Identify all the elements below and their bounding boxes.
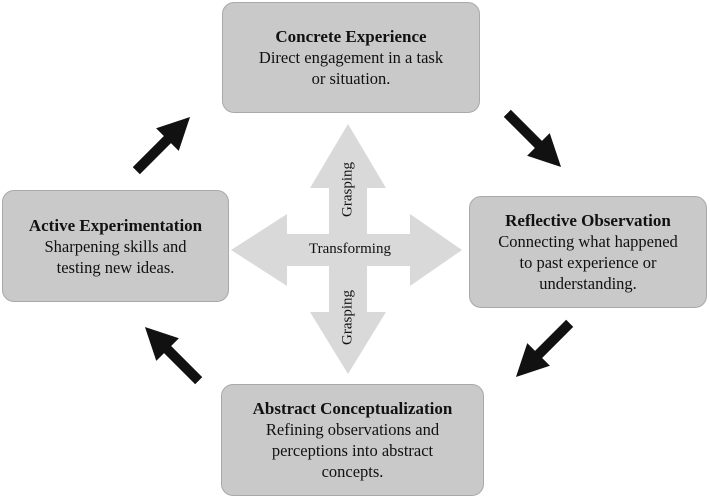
arrow-abstract-to-active bbox=[144, 326, 203, 385]
stage-concrete-experience: Concrete Experience Direct engagement in… bbox=[222, 2, 480, 113]
stage-description-line: Connecting what happened bbox=[498, 232, 678, 251]
stage-description-line: Refining observations and bbox=[265, 420, 440, 439]
arrow-active-to-concrete bbox=[132, 116, 191, 175]
stage-reflective-observation: Reflective Observation Connecting what h… bbox=[469, 196, 707, 308]
stage-description-line: perceptions into abstract bbox=[271, 441, 434, 460]
stage-description-line: concepts. bbox=[321, 462, 384, 481]
stage-description-line: Direct engagement in a task bbox=[258, 48, 444, 67]
four-way-arrow bbox=[231, 124, 462, 374]
stage-description-line: Sharpening skills and bbox=[44, 236, 187, 256]
label-grasping-bottom: Grasping bbox=[339, 290, 356, 345]
stage-title: Active Experimentation bbox=[28, 215, 203, 235]
stage-abstract-conceptualization: Abstract Conceptualization Refining obse… bbox=[221, 384, 484, 496]
stage-description-line: or situation. bbox=[311, 69, 391, 88]
label-transforming: Transforming bbox=[309, 241, 391, 257]
label-grasping-top: Grasping bbox=[339, 162, 356, 217]
arrow-concrete-to-reflective bbox=[503, 109, 562, 168]
stage-active-experimentation: Active Experimentation Sharpening skills… bbox=[2, 190, 229, 302]
stage-description-line: understanding. bbox=[539, 274, 637, 293]
arrow-reflective-to-abstract bbox=[515, 319, 574, 378]
stage-description-line: to past experience or bbox=[519, 253, 657, 272]
stage-title: Concrete Experience bbox=[275, 27, 427, 46]
stage-title: Abstract Conceptualization bbox=[252, 399, 453, 418]
stage-title: Reflective Observation bbox=[505, 211, 671, 230]
stage-description-line: testing new ideas. bbox=[56, 257, 175, 277]
